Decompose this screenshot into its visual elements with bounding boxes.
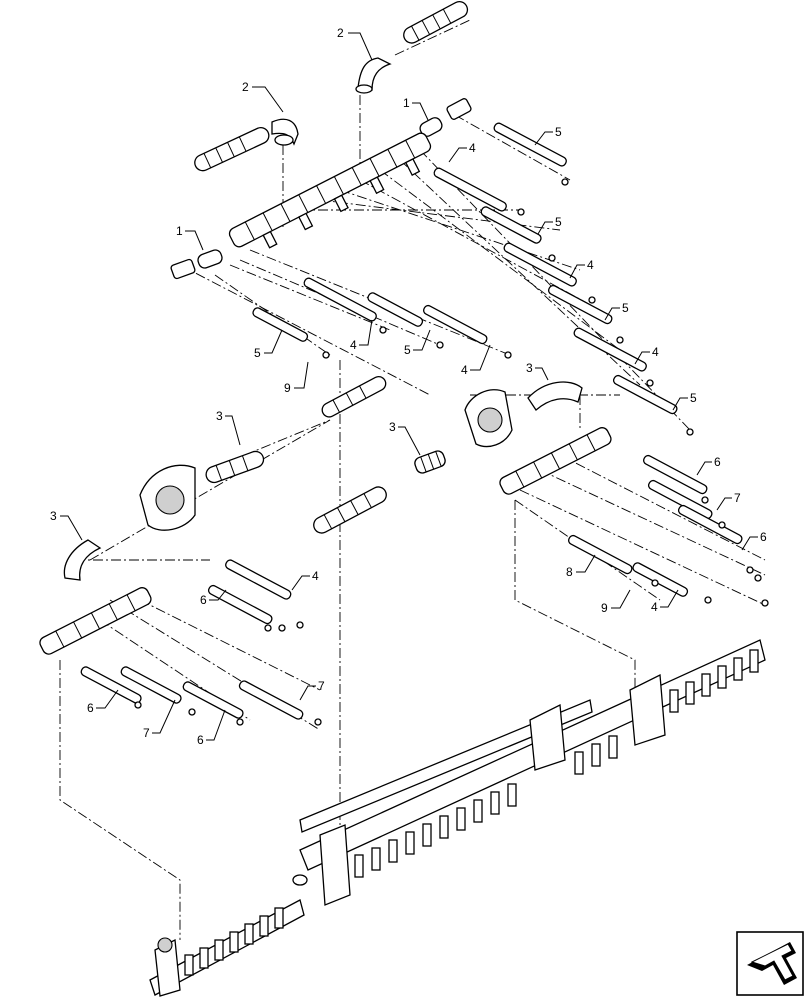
fan-assemblies xyxy=(63,375,583,581)
callout-coupler-center: 3 xyxy=(389,420,396,434)
callout-hose-e: 5 xyxy=(622,301,629,315)
callout-left-hose-a: 4 xyxy=(312,569,319,583)
callout-left-hose-b: 6 xyxy=(200,593,207,607)
callout-fitting-left: 1 xyxy=(176,224,183,238)
callout-elbow-far-left: 3 xyxy=(50,509,57,523)
left-manifold xyxy=(39,559,322,726)
upper-hoses xyxy=(252,122,694,436)
callout-hose-c: 5 xyxy=(555,215,562,229)
upper-manifold xyxy=(170,1,472,280)
callout-elbow-left: 2 xyxy=(242,80,249,94)
toolbar-frame xyxy=(149,639,766,997)
callout-right-hose-a: 6 xyxy=(714,455,721,469)
callout-hose-b: 4 xyxy=(469,141,476,155)
callout-pipe-left: 3 xyxy=(216,409,223,423)
callout-leaders xyxy=(60,32,758,741)
callout-right-hose-e: 4 xyxy=(651,600,658,614)
callout-hose-i: 5 xyxy=(404,343,411,357)
callout-hose-j: 5 xyxy=(254,346,261,360)
callout-left-hose-f: 6 xyxy=(197,733,204,747)
row-units-left xyxy=(184,907,284,976)
row-units-right xyxy=(669,649,759,713)
callout-labels: 2 2 1 5 4 1 5 4 5 4 5 4 5 5 4 9 3 3 3 3 … xyxy=(50,26,767,747)
callout-hose-k: 4 xyxy=(461,363,468,377)
callout-elbow-right: 3 xyxy=(526,361,533,375)
callout-hose-f: 4 xyxy=(652,345,659,359)
callout-hose-a: 5 xyxy=(555,125,562,139)
callout-fitting-right: 1 xyxy=(403,96,410,110)
callout-right-hose-b: 7 xyxy=(734,491,741,505)
callout-hose-d: 4 xyxy=(587,258,594,272)
callout-right-hose-d: 8 xyxy=(566,565,573,579)
callout-hose-g: 5 xyxy=(690,391,697,405)
callout-left-hose-e: 7 xyxy=(143,726,150,740)
callout-clamp-right: 9 xyxy=(601,601,608,615)
callout-elbow-top: 2 xyxy=(337,26,344,40)
callout-right-hose-c: 6 xyxy=(760,530,767,544)
callout-hose-h: 4 xyxy=(350,338,357,352)
callout-left-hose-d: 7 xyxy=(318,679,325,693)
next-page-arrow-icon[interactable] xyxy=(736,931,804,996)
callout-clamp-upper: 9 xyxy=(284,381,291,395)
callout-left-hose-c: 6 xyxy=(87,701,94,715)
row-units-center xyxy=(354,735,618,878)
right-manifold xyxy=(499,427,769,607)
